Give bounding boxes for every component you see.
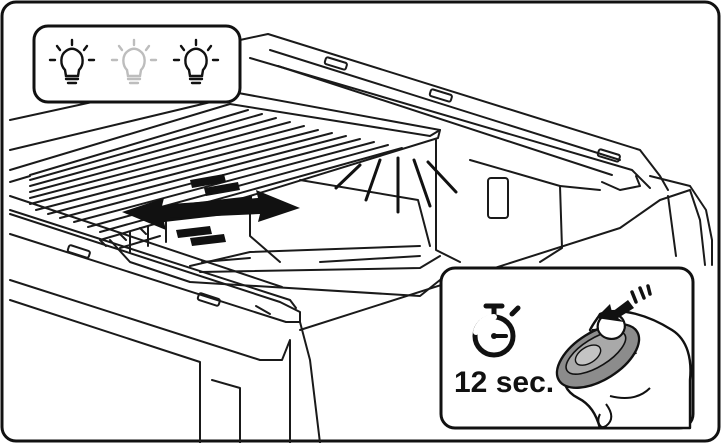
indicator-panel [34, 26, 240, 102]
timer-panel: 12 sec. [441, 268, 693, 428]
timer-duration-label: 12 sec. [454, 366, 554, 399]
